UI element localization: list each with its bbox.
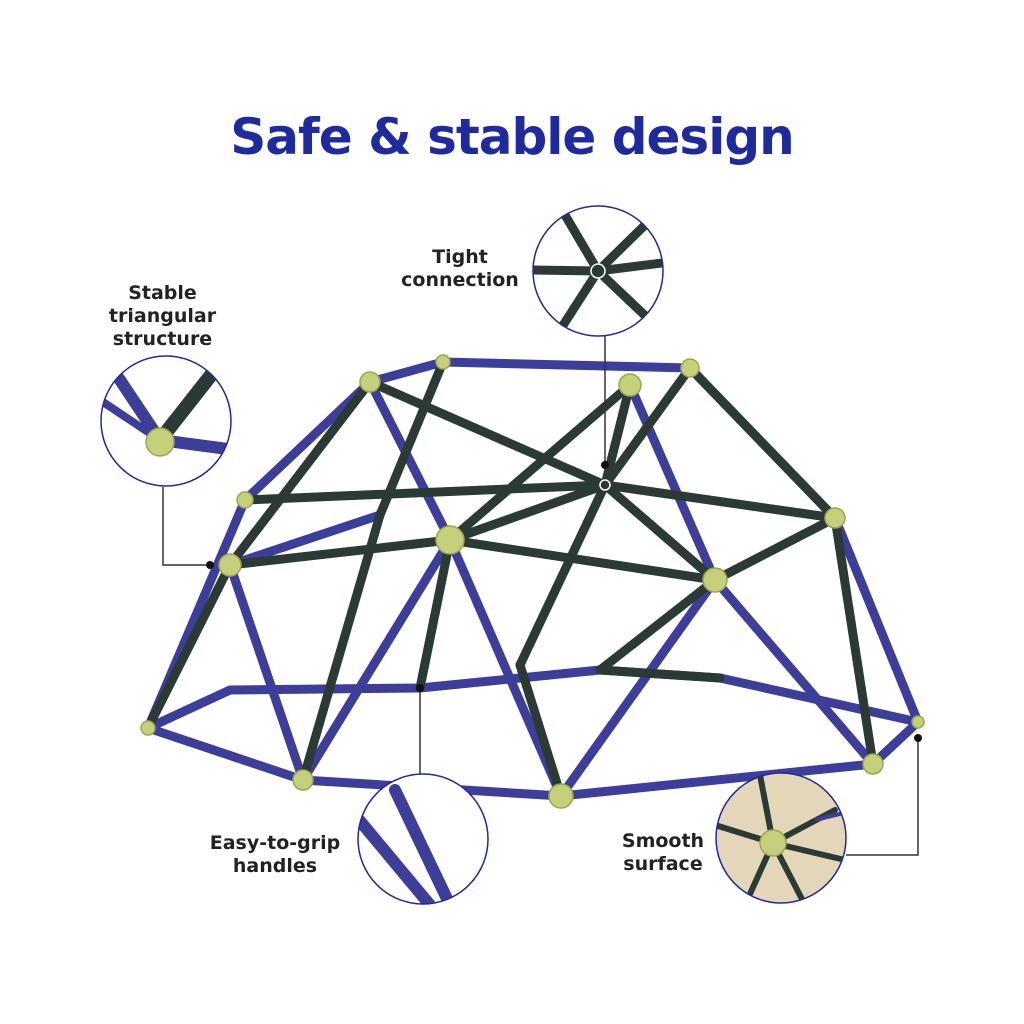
label-line: surface — [623, 853, 703, 875]
label-easy-grip: Easy-to-grip handles — [190, 832, 360, 878]
label-line: Stable — [128, 282, 197, 304]
leader-lines — [162, 336, 919, 856]
label-stable-structure: Stable triangular structure — [90, 282, 235, 351]
label-line: Smooth — [621, 830, 705, 852]
inset-tight-connection — [532, 205, 664, 337]
label-line: Easy-to-grip — [209, 832, 341, 854]
label-line: structure — [112, 328, 213, 350]
label-line: handles — [232, 855, 318, 877]
label-smooth-surface: Smooth surface — [598, 830, 728, 876]
inset-grip-handles — [357, 773, 489, 905]
label-line: triangular — [108, 305, 217, 327]
label-line: connection — [401, 269, 519, 291]
climbing-dome — [140, 354, 925, 809]
inset-smooth-surface — [715, 772, 847, 904]
label-tight-connection: Tight connection — [380, 246, 540, 292]
inset-stable-structure — [100, 355, 232, 487]
page-title: Safe & stable design — [230, 108, 794, 166]
label-line: Tight — [432, 246, 488, 268]
